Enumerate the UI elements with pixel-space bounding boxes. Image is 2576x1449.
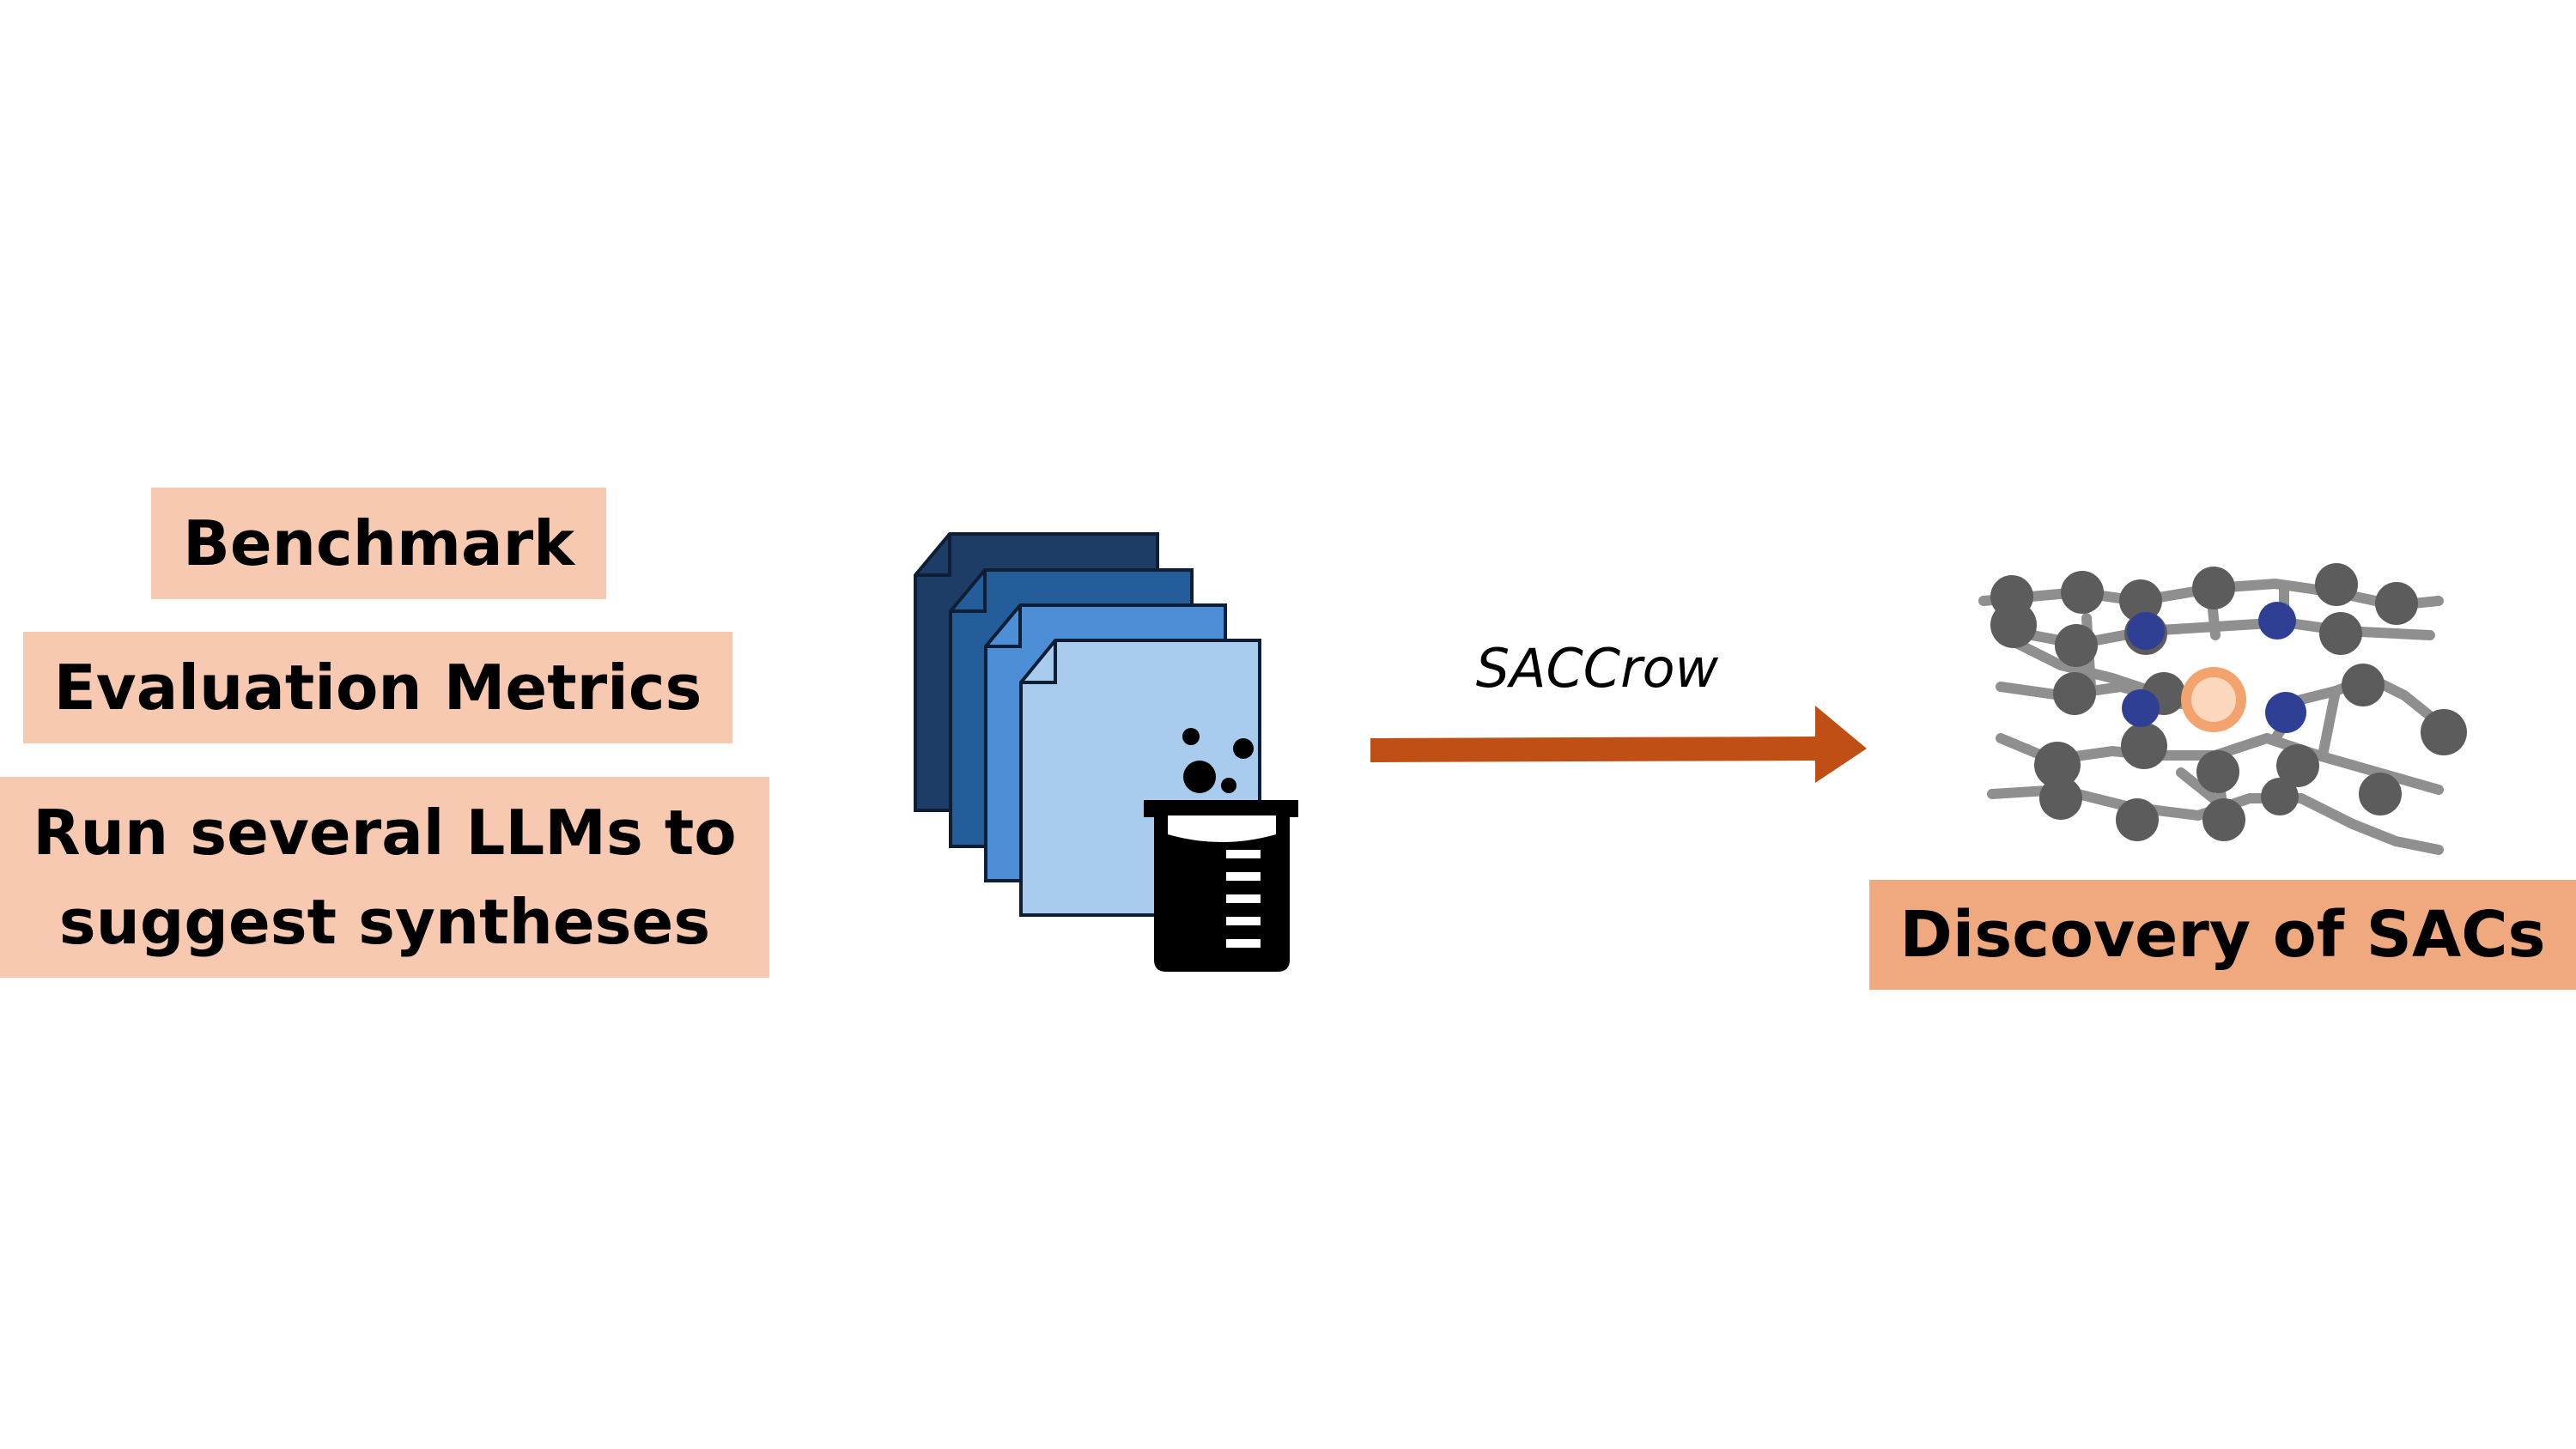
run-llms-text: Run several LLMs to suggest syntheses xyxy=(33,788,737,967)
beaker-mark xyxy=(1226,939,1261,948)
bubble xyxy=(1221,778,1236,793)
benchmark-label: Benchmark xyxy=(151,488,606,599)
beaker-inner xyxy=(1168,815,1276,842)
bubble xyxy=(1233,738,1254,759)
arrow-shaft xyxy=(1370,737,1817,762)
nitrogen-atoms xyxy=(2122,602,2306,733)
beaker-body xyxy=(1144,800,1298,972)
run-llms-line-2: suggest syntheses xyxy=(58,886,711,958)
run-llms-line-1: Run several LLMs to xyxy=(33,797,737,869)
discovery-label: Discovery of SACs xyxy=(1869,880,2576,990)
beaker-mark xyxy=(1226,894,1261,903)
beaker-mark xyxy=(1226,850,1261,858)
benchmark-text: Benchmark xyxy=(183,507,574,579)
arrow-head-icon xyxy=(1815,706,1867,783)
discovery-text: Discovery of SACs xyxy=(1899,898,2546,972)
evaluation-metrics-text: Evaluation Metrics xyxy=(53,652,702,724)
beaker-mark xyxy=(1226,917,1261,925)
arrow-label: SACCrow xyxy=(1475,637,1719,700)
beaker-mark xyxy=(1226,872,1261,881)
bubble xyxy=(1182,728,1200,745)
bubble xyxy=(1183,761,1216,793)
metal-atom-core xyxy=(2191,677,2236,722)
evaluation-metrics-label: Evaluation Metrics xyxy=(23,632,732,743)
run-llms-label: Run several LLMs to suggest syntheses xyxy=(0,777,769,978)
